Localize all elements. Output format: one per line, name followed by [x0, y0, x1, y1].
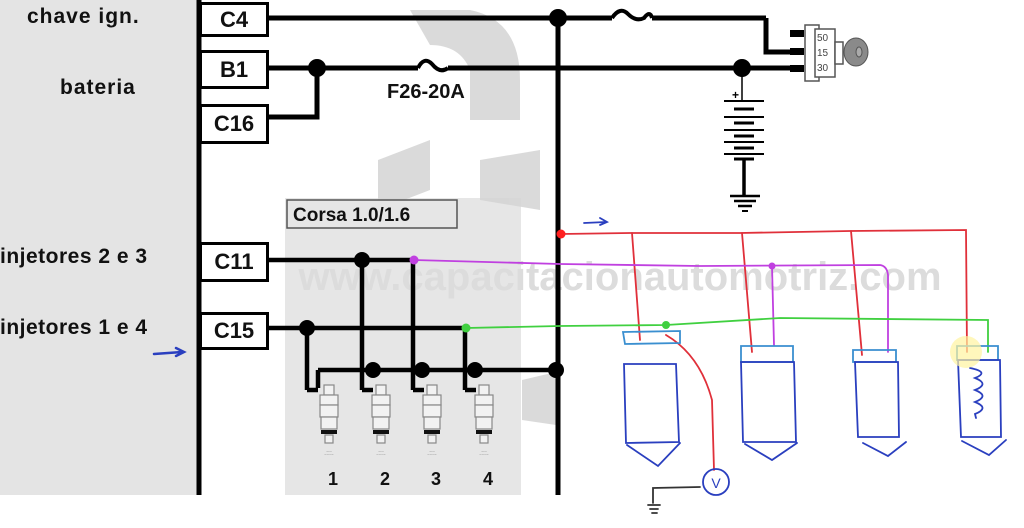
injector-23-drop — [771, 265, 775, 346]
ignition-pos-15: 15 — [817, 48, 829, 59]
ignition-switch-icon: 50 15 30 — [790, 24, 869, 82]
junction-dot — [299, 320, 315, 336]
fuel-injector-icon: .:::. — [422, 384, 442, 457]
sketch-injector-1 — [621, 330, 681, 468]
junction-dot — [548, 362, 564, 378]
junction-dot — [549, 9, 567, 27]
sketch-injector-2 — [740, 345, 798, 462]
probe-point-green — [461, 323, 471, 333]
label-injectors-1-4: injetores 1 e 4 — [0, 316, 148, 339]
injector-panel — [285, 198, 521, 495]
main-fuse-icon — [416, 58, 450, 73]
spray-pattern: .:::. — [324, 450, 334, 457]
pin-c15: C15 — [199, 312, 269, 350]
pin-c4: C4 — [199, 2, 269, 37]
fuel-injector-icon: .:::. — [371, 384, 391, 457]
pin-b1: B1 — [199, 50, 269, 89]
fuse-label: F26-20A — [387, 81, 465, 103]
spray-pattern: .:::. — [427, 450, 437, 457]
fuel-injector-icon: .:::. — [319, 384, 339, 457]
sketch-injector-4 — [956, 345, 1007, 457]
pin-c16: C16 — [199, 104, 269, 144]
hand-sketch — [152, 217, 1007, 514]
injector-number-2: 2 — [380, 469, 390, 489]
ground-wire — [652, 486, 701, 504]
ignition-fuse-icon — [610, 8, 654, 22]
probe-point-purple — [409, 255, 419, 265]
ignition-pos-30: 30 — [817, 63, 829, 74]
injector-number-3: 3 — [431, 469, 441, 489]
fuel-injector-icon: .:::. — [474, 384, 494, 457]
injector-icons: .:::..:::..:::..:::. — [319, 384, 494, 457]
injector-23-wire — [413, 259, 889, 353]
probe-point-red — [556, 229, 566, 239]
injector-number-1: 1 — [328, 469, 338, 489]
battery-icon: + — [724, 68, 764, 212]
injector-14-wire — [465, 317, 989, 353]
arrow-icon — [583, 217, 610, 226]
watermark-logo — [378, 10, 556, 425]
pin-c11: C11 — [199, 242, 269, 282]
probe-point-green — [662, 321, 670, 329]
injector-wiring — [268, 257, 558, 393]
ecu-label-panel — [0, 0, 198, 495]
junction-dot — [365, 362, 381, 378]
voltmeter-label: V — [711, 475, 721, 491]
voltmeter-probe-wire — [665, 334, 715, 471]
label-injectors-2-3: injetores 2 e 3 — [0, 245, 148, 268]
model-label: Corsa 1.0/1.6 — [293, 205, 410, 226]
spray-pattern: .:::. — [376, 450, 386, 457]
feed-wire — [560, 229, 968, 353]
junction-dot — [467, 362, 483, 378]
label-ignition: chave ign. — [27, 5, 140, 28]
watermark-text: www.capacitacionautomotriz.com — [297, 255, 941, 299]
battery-plus-label: + — [732, 88, 739, 102]
feed-drop-3 — [850, 230, 863, 356]
label-battery: bateria — [60, 76, 136, 99]
spray-pattern: .:::. — [479, 450, 489, 457]
junction-dot — [414, 362, 430, 378]
c4-wire-3 — [763, 18, 800, 55]
feed-drop-2 — [741, 232, 753, 353]
junction-dot — [354, 252, 370, 268]
probe-point-purple — [768, 262, 776, 270]
injector-number-4: 4 — [483, 469, 493, 489]
ignition-pos-50: 50 — [817, 33, 829, 44]
feed-drop-1 — [631, 232, 641, 341]
voltmeter-icon — [702, 468, 730, 496]
sketch-injector-3 — [852, 349, 907, 458]
cursor-highlight — [950, 336, 982, 368]
arrow-icon — [152, 346, 187, 358]
ground-icon — [647, 504, 661, 514]
c16-wire — [268, 68, 320, 120]
model-label-box — [286, 199, 458, 229]
